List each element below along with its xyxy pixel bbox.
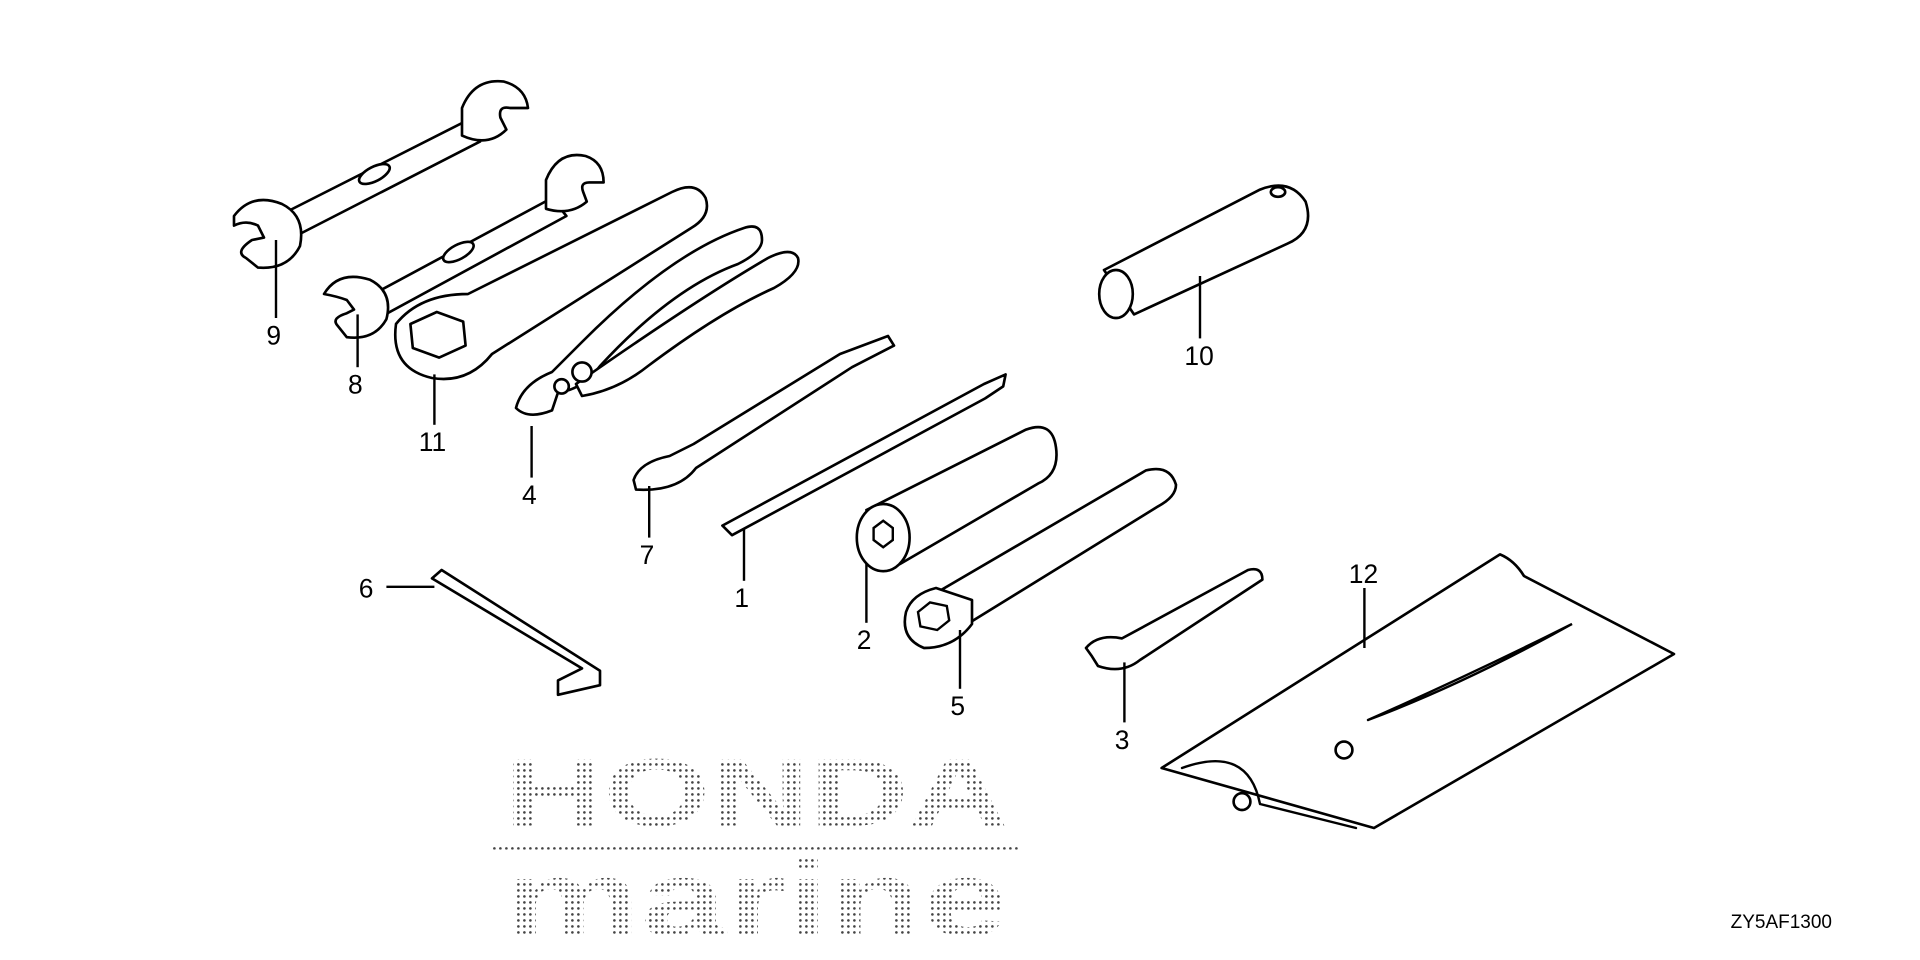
- part-12-tool-bag[interactable]: [1160, 553, 1676, 830]
- callout-4[interactable]: 4: [522, 480, 537, 510]
- callout-11[interactable]: 11: [419, 427, 446, 457]
- watermark-honda: HONDA: [504, 740, 1008, 847]
- callout-10[interactable]: 10: [1184, 341, 1213, 371]
- callout-8[interactable]: 8: [348, 370, 363, 400]
- callouts: 9 8 11 4 7 1 2 5 3 6 10 12: [266, 240, 1378, 755]
- part-8-wrench[interactable]: [322, 153, 605, 340]
- callout-1[interactable]: 1: [734, 583, 749, 613]
- callout-9[interactable]: 9: [266, 320, 281, 350]
- callout-3[interactable]: 3: [1115, 725, 1130, 755]
- part-9-wrench[interactable]: [232, 79, 530, 270]
- part-1-screwdriver[interactable]: [721, 373, 1007, 537]
- callout-2[interactable]: 2: [857, 625, 872, 655]
- part-4-pliers[interactable]: [514, 225, 800, 416]
- part-3-small-wrench[interactable]: [1084, 567, 1264, 671]
- part-10-spark-plug-socket[interactable]: [1097, 184, 1310, 320]
- watermark-marine: marine: [504, 838, 1008, 959]
- callout-12[interactable]: 12: [1349, 559, 1378, 589]
- watermark: HONDA marine: [492, 740, 1020, 959]
- part-6-hex-key[interactable]: [430, 568, 602, 697]
- part-5-plug-wrench[interactable]: [903, 467, 1178, 650]
- diagram-code: ZY5AF1300: [1730, 912, 1832, 933]
- part-7-screwdriver[interactable]: [632, 334, 896, 492]
- callout-6[interactable]: 6: [359, 574, 374, 604]
- part-2-socket[interactable]: [855, 425, 1058, 573]
- callout-5[interactable]: 5: [950, 691, 965, 721]
- callout-7[interactable]: 7: [640, 540, 655, 570]
- part-11-ring-wrench[interactable]: [393, 185, 709, 381]
